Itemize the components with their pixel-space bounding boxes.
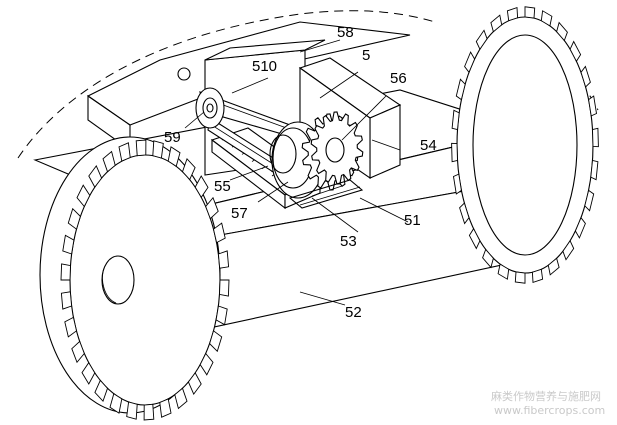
guide-slot	[288, 179, 364, 209]
watermark-title: 麻类作物营养与施肥网	[491, 389, 601, 403]
label-51: 51	[404, 212, 421, 229]
left-wheel	[39, 136, 230, 421]
label-52: 52	[345, 304, 362, 321]
label-56: 56	[390, 70, 407, 87]
label-58: 58	[337, 24, 354, 41]
label-55: 55	[214, 178, 231, 195]
leader-lines	[184, 39, 409, 306]
small-pulley	[195, 87, 225, 129]
label-57: 57	[231, 205, 248, 222]
label-5: 5	[362, 47, 370, 64]
label-54: 54	[420, 137, 437, 154]
right-wheel	[451, 6, 599, 284]
watermark-url: www.fibercrops.com	[494, 404, 605, 417]
label-510: 510	[252, 58, 277, 75]
label-59: 59	[164, 129, 181, 146]
label-53: 53	[340, 233, 357, 250]
gear	[301, 111, 364, 191]
